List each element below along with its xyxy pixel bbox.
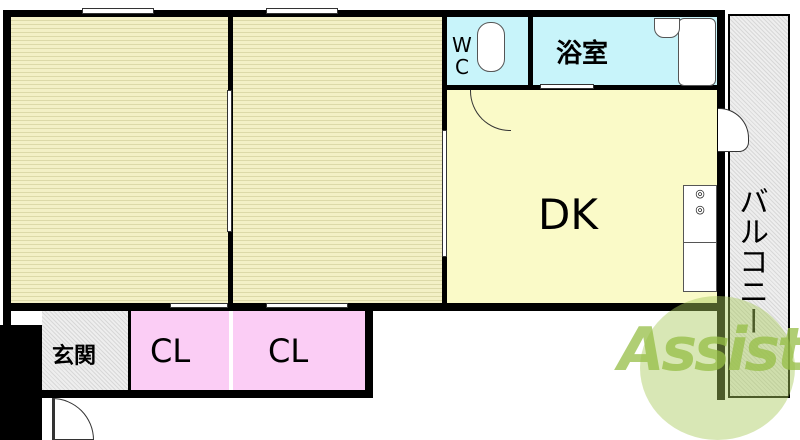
closet-1: [130, 310, 229, 390]
wall-wc-bath: [528, 17, 533, 87]
sliding-door-dk: [442, 130, 447, 257]
balcony-label: バルコニー: [733, 186, 768, 336]
entrance-room: [42, 310, 130, 392]
wc-label-w: W: [452, 33, 472, 57]
bathtub-icon: [678, 18, 716, 86]
wall-bottom: [42, 390, 373, 398]
wall-left-block: [0, 325, 42, 440]
closet-1-label: CL: [150, 332, 191, 370]
toilet-icon: [477, 22, 505, 72]
tatami-room-right: [233, 17, 446, 304]
closet-door-1: [170, 303, 228, 308]
wall-left: [3, 10, 11, 330]
wall-closet-right: [365, 305, 373, 398]
entrance-label: 玄関: [52, 344, 97, 369]
sink-icon: [683, 242, 717, 292]
watermark-logo: Assist: [618, 315, 800, 385]
closet-door-2: [266, 303, 348, 308]
dk-label: DK: [538, 190, 598, 239]
balcony: [728, 14, 790, 398]
window-right: [266, 8, 338, 14]
bath-label: 浴室: [556, 39, 609, 69]
closet-2: [233, 310, 366, 390]
tatami-room-left: [11, 17, 229, 304]
closet-2-label: CL: [268, 332, 309, 370]
washbasin-icon: [654, 18, 680, 38]
bath-door: [540, 84, 594, 89]
stove-icon: ◎◎: [683, 185, 717, 244]
watermark-ellipse: [640, 296, 795, 440]
wall-top: [3, 10, 725, 17]
entrance-door: [52, 398, 94, 440]
sliding-door-tatami: [227, 90, 232, 232]
wall-cl-divider: [128, 305, 131, 391]
window-left: [82, 8, 154, 14]
wc-label-c: C: [455, 55, 469, 79]
wall-right: [717, 10, 725, 400]
